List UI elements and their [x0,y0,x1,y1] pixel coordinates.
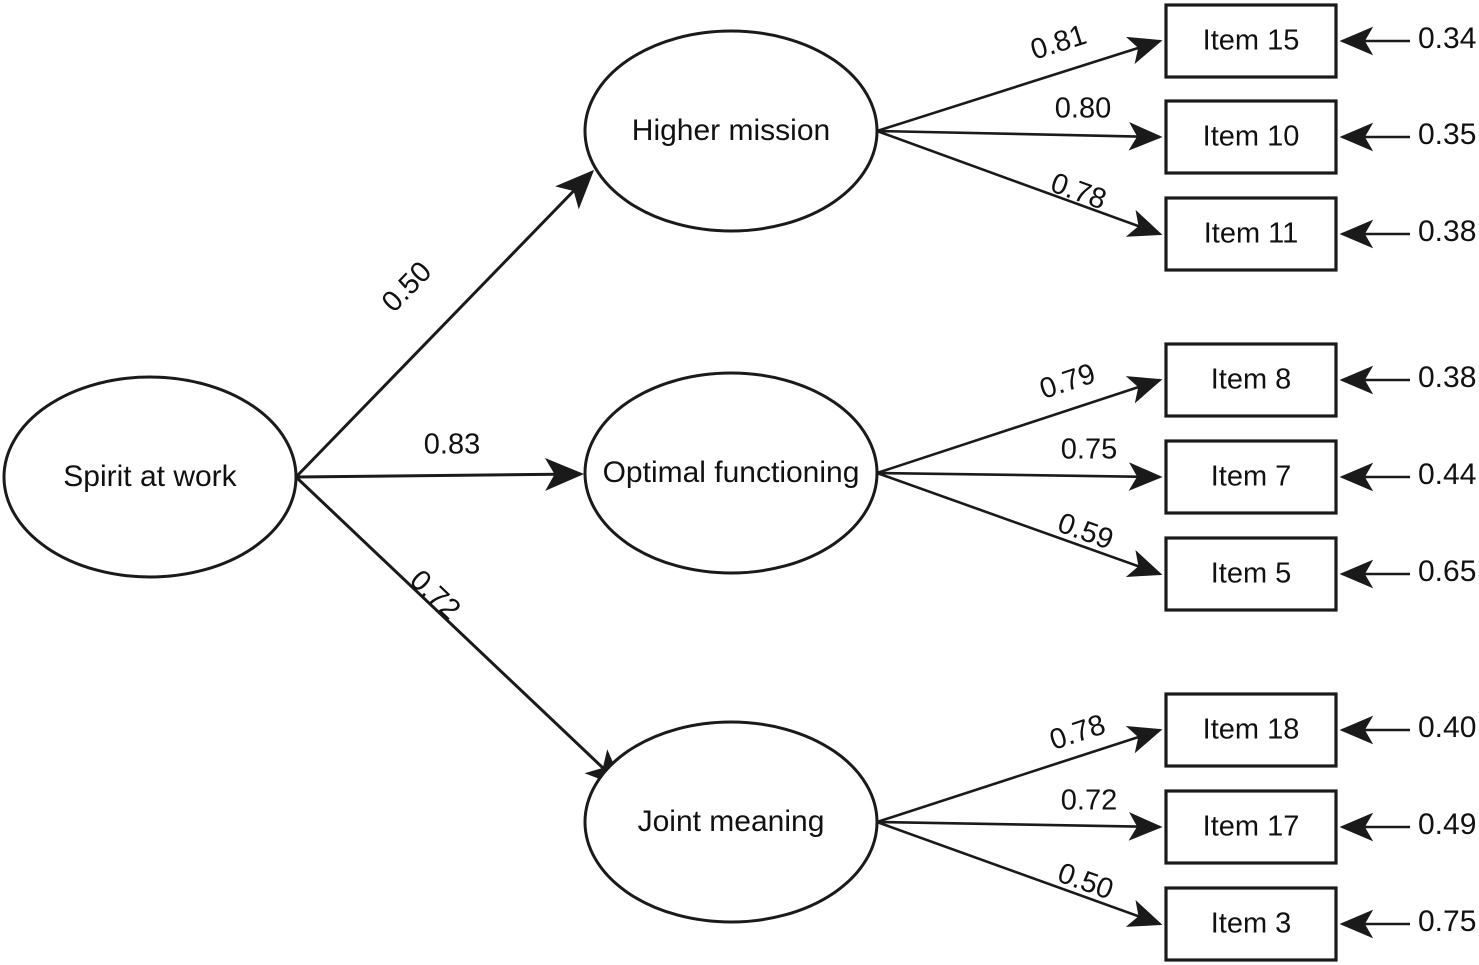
residual-label-item-11: 0.38 [1418,215,1476,248]
path-label-spirit-to-optimal-functioning: 0.83 [424,429,480,461]
node-optimal-functioning-label: Optimal functioning [603,456,860,489]
box-item-3-label: Item 3 [1211,908,1292,940]
loading-arrow-item-17 [876,812,1163,841]
node-spirit-at-work[interactable] [2,375,298,579]
loading-arrow-item-8 [876,376,1163,475]
residual-label-item-17: 0.49 [1418,808,1476,841]
residual-label-item-3: 0.75 [1418,905,1476,938]
loading-arrow-item-11 [876,129,1163,237]
box-item-15-label: Item 15 [1203,25,1300,57]
residual-label-item-18: 0.40 [1418,711,1476,744]
latent-nodes: Spirit at work Higher mission Optimal fu… [2,29,879,924]
box-item-17[interactable] [1164,789,1338,865]
box-item-7-label: Item 7 [1211,461,1292,493]
box-item-15[interactable] [1164,3,1338,79]
loading-arrows-joint-meaning [876,726,1163,927]
loading-arrow-item-3 [876,820,1163,927]
loading-labels-joint-meaning: 0.78 0.72 0.50 [1046,709,1118,907]
box-item-7[interactable] [1164,439,1338,515]
loading-label-item-7: 0.75 [1061,434,1117,466]
node-higher-mission-label: Higher mission [632,114,830,147]
structural-paths [294,169,625,789]
node-joint-meaning-label: Joint meaning [638,805,825,838]
residual-labels: 0.34 0.35 0.38 0.38 0.44 0.65 0.40 0.49 … [1418,22,1476,938]
loading-arrows-optimal-functioning [876,376,1163,577]
loading-label-item-10: 0.80 [1055,93,1111,125]
loading-arrow-item-18 [876,726,1163,824]
box-item-18[interactable] [1164,692,1338,768]
loading-arrows-higher-mission [876,36,1163,237]
loading-arrow-item-7 [876,462,1163,491]
box-item-10[interactable] [1164,99,1338,175]
node-optimal-functioning[interactable] [583,371,879,575]
residual-arrows [1339,26,1410,939]
residual-label-item-15: 0.34 [1418,22,1476,55]
path-spirit-to-higher-mission [294,169,595,479]
path-spirit-to-optimal-functioning [295,457,584,491]
loading-arrow-item-10 [876,122,1163,151]
loading-arrow-item-5 [876,471,1163,577]
indicator-boxes: Item 15 Item 10 Item 11 Item 8 Item 7 It… [1164,3,1338,962]
path-spirit-to-joint-meaning [294,475,625,789]
box-item-8-label: Item 8 [1211,364,1292,396]
box-item-8[interactable] [1164,342,1338,418]
box-item-5-label: Item 5 [1211,558,1292,590]
residual-label-item-7: 0.44 [1418,458,1476,491]
node-spirit-at-work-label: Spirit at work [63,460,237,493]
box-item-3[interactable] [1164,886,1338,962]
residual-label-item-10: 0.35 [1418,118,1476,151]
box-item-10-label: Item 10 [1203,121,1300,153]
box-item-18-label: Item 18 [1203,714,1300,746]
box-item-5[interactable] [1164,536,1338,612]
box-item-17-label: Item 17 [1203,811,1300,843]
loading-arrow-item-15 [876,36,1163,133]
node-joint-meaning[interactable] [583,720,879,924]
node-higher-mission[interactable] [583,29,879,233]
residual-label-item-8: 0.38 [1418,361,1476,394]
residual-label-item-5: 0.65 [1418,555,1476,588]
box-item-11[interactable] [1164,196,1338,272]
loading-label-item-17: 0.72 [1061,785,1117,817]
box-item-11-label: Item 11 [1204,218,1299,250]
